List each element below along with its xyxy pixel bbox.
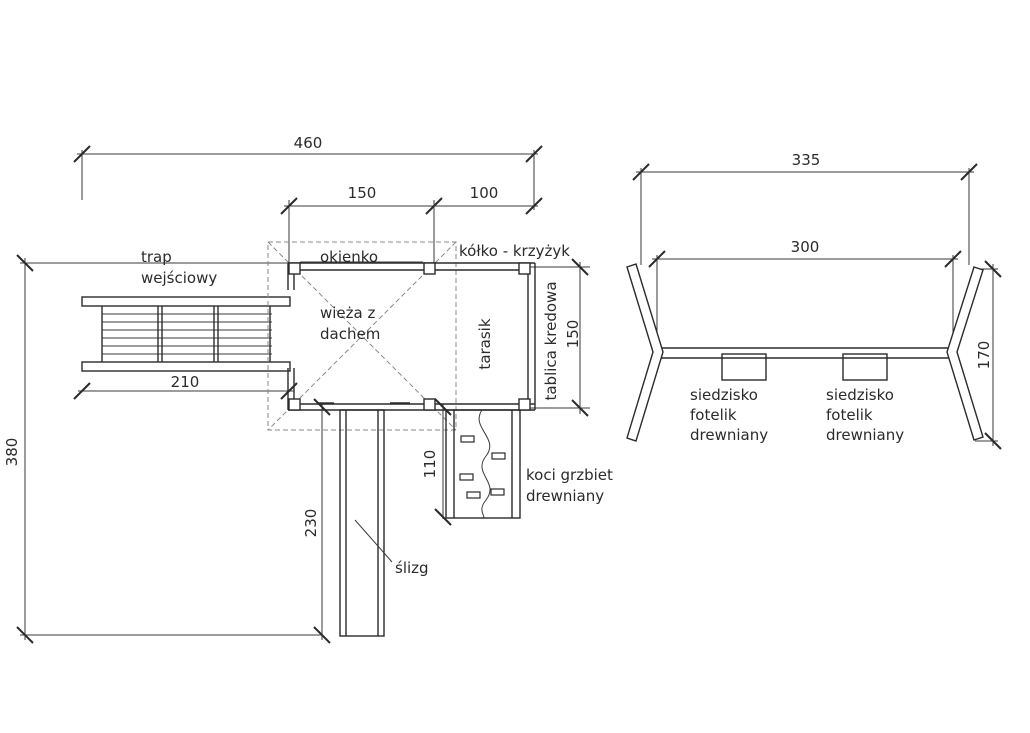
dim-slide-length-label: 230 [302,509,320,538]
terrace-post [518,262,531,275]
dim-terrace-width-label: 100 [470,184,499,202]
label-seat1-line2: fotelik [690,406,737,424]
label-seat2-line2: fotelik [826,406,873,424]
tower [267,241,535,431]
dim-overall-depth: 380 [3,254,322,644]
label-tictactoe: kółko - krzyżyk [459,242,570,260]
dimension-lines: 460 150 100 380 [3,134,1002,644]
ladder-rungs [102,313,272,355]
label-ladder-line1: trap [141,248,172,266]
tower-post [423,398,436,411]
swing-seat-2 [842,353,888,381]
label-seat1-line3: drewniany [690,426,768,444]
label-seat1-line1: siedzisko [690,386,758,404]
tower-post [423,262,436,275]
label-climber-line2: drewniany [526,487,604,505]
climbing-hold [466,491,481,499]
dim-ladder-length: 210 [73,373,298,400]
swing-set [626,263,984,442]
climbing-hold [459,473,474,481]
label-chalkboard: tablica kredowa [542,281,560,400]
dim-slide-length: 230 [302,398,331,644]
slide-leader-line [354,519,393,563]
dim-overall-width: 460 [73,134,543,210]
swing-seat-1 [721,353,767,381]
dim-swing-outer: 335 [632,151,978,265]
tower-post [288,262,301,275]
terrace-post [518,398,531,411]
roof-outline [267,241,457,431]
climbing-hold [491,452,506,460]
tower-post [288,398,301,411]
dim-overall-width-label: 460 [294,134,323,152]
climbing-hold [490,488,505,496]
swing-frame-left [626,263,664,442]
dim-terrace-width: 100 [434,184,543,215]
labels: trap wejściowy okienko kółko - krzyżyk w… [141,242,904,577]
climber-curve [478,409,491,519]
label-tower-line1: wieża z [320,304,375,322]
dim-swing-outer-label: 335 [792,151,821,169]
terrace [518,262,536,411]
label-climber-line1: koci grzbiet [526,466,613,484]
dim-swing-height: 170 [975,260,1002,450]
label-window: okienko [320,248,378,266]
dim-board-height: 150 [526,258,590,417]
dim-tower-width-label: 150 [348,184,377,202]
dim-swing-inner-label: 300 [791,238,820,256]
swing-frame-right [946,266,984,441]
dim-ladder-length-label: 210 [171,373,200,391]
entry-ladder [81,296,291,372]
label-seat2-line3: drewniany [826,426,904,444]
dim-swing-inner: 300 [648,238,962,345]
dim-climb-height: 110 [421,398,452,526]
climbing-hold [460,435,475,443]
label-ladder-line2: wejściowy [141,269,217,287]
dim-board-height-label: 150 [564,320,582,349]
label-slide: ślizg [395,559,429,577]
slide [318,402,410,637]
dim-climb-height-label: 110 [421,450,439,479]
label-terrace: tarasik [476,318,494,369]
dim-swing-height-label: 170 [975,341,993,370]
label-seat2-line1: siedzisko [826,386,894,404]
cat-back-climber [445,409,521,519]
label-tower-line2: dachem [320,325,380,343]
dim-overall-depth-label: 380 [3,438,21,467]
